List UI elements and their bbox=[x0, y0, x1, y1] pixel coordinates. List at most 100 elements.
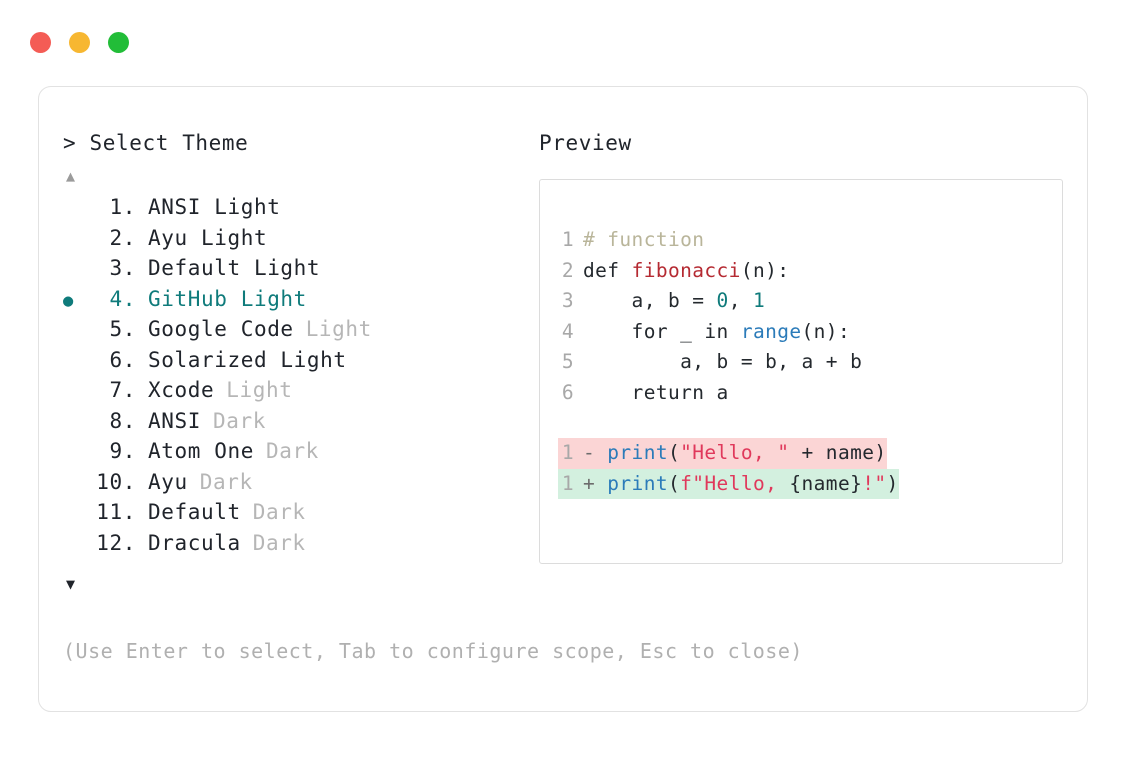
theme-item-index: 3. bbox=[96, 256, 136, 280]
code-token: , bbox=[728, 289, 753, 312]
code-token: range bbox=[740, 319, 802, 343]
theme-item-variant: Dark bbox=[252, 500, 306, 524]
code-token: # function bbox=[583, 228, 705, 251]
theme-list-item[interactable]: 10. Ayu Dark bbox=[63, 470, 533, 501]
theme-list-item[interactable]: 5. Google Code Light bbox=[63, 317, 533, 348]
theme-list-item[interactable]: 12. Dracula Dark bbox=[63, 531, 533, 562]
theme-item-index: 8. bbox=[96, 408, 136, 433]
theme-item-name: ANSI bbox=[148, 408, 201, 433]
scroll-up-icon[interactable]: ▲ bbox=[66, 167, 76, 185]
theme-item-name: Google Code bbox=[148, 317, 294, 341]
line-number: 1 bbox=[561, 441, 574, 464]
theme-list-item[interactable]: 2. Ayu Light bbox=[63, 226, 533, 257]
theme-item-name: Default bbox=[148, 500, 241, 524]
code-line: 1 # function bbox=[558, 225, 704, 256]
theme-item-index: 1. bbox=[96, 195, 136, 219]
code-token: print bbox=[607, 441, 668, 464]
theme-list-item[interactable]: 7. Xcode Light bbox=[63, 378, 533, 409]
theme-list-item[interactable]: 6. Solarized Light bbox=[63, 348, 533, 379]
code-token: print bbox=[607, 471, 668, 495]
diff-line-del: 1- print("Hello, " + name) bbox=[558, 438, 887, 469]
theme-item-name: Ayu bbox=[148, 469, 188, 494]
theme-item-variant: Light bbox=[226, 378, 293, 402]
theme-item-index: 6. bbox=[96, 347, 136, 372]
theme-item-name: Xcode bbox=[148, 378, 215, 402]
code-token: {name} bbox=[789, 471, 863, 495]
code-line: 2 def fibonacci(n): bbox=[558, 256, 789, 287]
code-token: f"Hello, bbox=[680, 471, 790, 495]
theme-list-item[interactable]: 1. ANSI Light bbox=[63, 195, 533, 226]
theme-item-name: Atom One bbox=[148, 439, 254, 463]
theme-list-item[interactable]: ● 4. GitHub Light bbox=[63, 287, 533, 318]
theme-item-index: 12. bbox=[96, 530, 136, 555]
theme-item-index: 10. bbox=[96, 469, 136, 494]
code-token: 1 bbox=[752, 289, 766, 312]
code-token: ( bbox=[667, 471, 681, 495]
diff-marker: - bbox=[583, 441, 608, 464]
code-token: (n): bbox=[801, 319, 851, 343]
theme-list-item[interactable]: 9. Atom One Dark bbox=[63, 439, 533, 470]
code-token: for _ in bbox=[583, 319, 741, 343]
theme-item-index: 11. bbox=[96, 500, 136, 524]
theme-list-item[interactable]: 8. ANSI Dark bbox=[63, 409, 533, 440]
theme-item-variant: Dark bbox=[199, 469, 253, 494]
scroll-down-icon[interactable]: ▼ bbox=[66, 575, 76, 593]
code-line: 6 return a bbox=[558, 378, 729, 409]
theme-item-variant: Dark bbox=[212, 408, 266, 433]
theme-item-name: GitHub Light bbox=[148, 286, 307, 311]
preview-label: Preview bbox=[539, 131, 632, 155]
theme-item-name: ANSI Light bbox=[148, 195, 281, 219]
theme-item-variant: Dark bbox=[265, 439, 319, 463]
theme-item-index: 7. bbox=[96, 378, 136, 402]
theme-item-index: 5. bbox=[96, 317, 136, 341]
line-number: 5 bbox=[561, 350, 574, 373]
code-token: !" bbox=[862, 471, 887, 495]
theme-item-name: Dracula bbox=[148, 530, 241, 555]
theme-item-index: 2. bbox=[96, 225, 136, 250]
select-theme-prompt: > Select Theme bbox=[63, 131, 249, 155]
theme-item-variant: Light bbox=[305, 317, 372, 341]
code-token: 0 bbox=[716, 289, 729, 312]
theme-item-name: Default Light bbox=[148, 256, 321, 280]
theme-selector-panel: > Select Theme ▲ 1. ANSI Light 2. Ayu Ligh… bbox=[63, 133, 533, 592]
code-token: ) bbox=[886, 471, 899, 495]
code-token: ( bbox=[667, 441, 681, 464]
code-token: "Hello, " bbox=[680, 441, 790, 464]
window-controls bbox=[30, 32, 129, 53]
code-token: fibonacci bbox=[631, 258, 741, 282]
theme-item-index: 4. bbox=[96, 286, 136, 311]
code-token: def bbox=[583, 258, 632, 282]
line-number: 1 bbox=[561, 228, 574, 251]
diff-marker: + bbox=[583, 471, 608, 495]
code-token: (n): bbox=[740, 258, 790, 282]
code-token: a, b = bbox=[583, 289, 717, 312]
code-token: a, b = b, a + b bbox=[583, 350, 863, 373]
theme-item-index: 9. bbox=[96, 439, 136, 463]
close-button[interactable] bbox=[30, 32, 51, 53]
line-number: 6 bbox=[561, 380, 574, 404]
code-line: 5 a, b = b, a + b bbox=[558, 347, 862, 378]
line-number: 3 bbox=[561, 289, 574, 312]
line-number: 4 bbox=[561, 319, 574, 343]
code-line: 4 for _ in range(n): bbox=[558, 317, 850, 348]
keyboard-hint: (Use Enter to select, Tab to configure s… bbox=[63, 639, 803, 663]
line-number: 1 bbox=[561, 471, 574, 495]
theme-item-name: Ayu Light bbox=[148, 225, 268, 250]
diff-line-add: 1 + print(f"Hello, {name}!") bbox=[558, 468, 899, 499]
theme-item-variant: Dark bbox=[252, 530, 306, 555]
code-token: + name) bbox=[789, 441, 887, 464]
theme-selector-card: > Select Theme ▲ 1. ANSI Light 2. Ayu Ligh… bbox=[38, 86, 1088, 712]
code-token: return a bbox=[583, 380, 729, 404]
theme-item-name: Solarized Light bbox=[148, 347, 347, 372]
theme-list: 1. ANSI Light 2. Ayu Light 3. Default Light… bbox=[63, 195, 533, 561]
minimize-button[interactable] bbox=[69, 32, 90, 53]
line-number: 2 bbox=[561, 258, 574, 282]
maximize-button[interactable] bbox=[108, 32, 129, 53]
theme-list-item[interactable]: 11. Default Dark bbox=[63, 500, 533, 531]
code-spacer bbox=[558, 408, 1062, 438]
selection-bullet-icon: ● bbox=[63, 290, 74, 311]
theme-list-item[interactable]: 3. Default Light bbox=[63, 256, 533, 287]
